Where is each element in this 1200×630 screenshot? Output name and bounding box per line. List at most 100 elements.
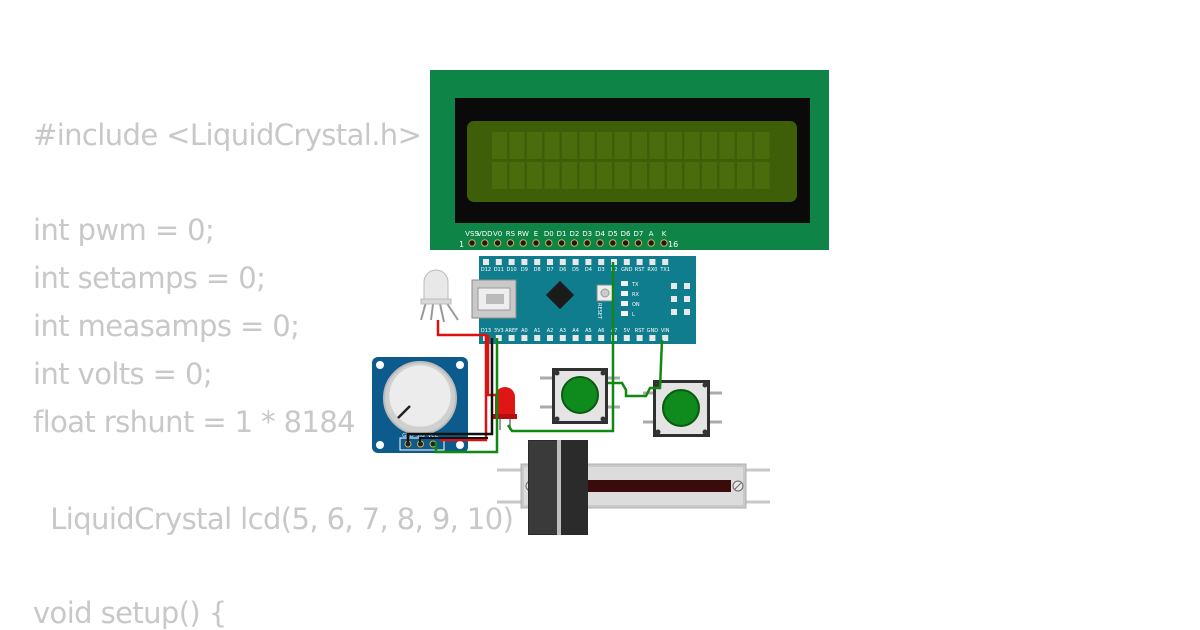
lcd-pin [647, 239, 655, 247]
code-line-lcd: LiquidCrystal lcd(5, 6, 7, 8, 9, 10) [33, 502, 514, 536]
lcd-pin-label: VSS [465, 230, 479, 238]
nano-led [621, 311, 628, 316]
lcd-pin [557, 239, 566, 247]
nano-pin-label: A4 [572, 328, 579, 334]
lcd-pin-first-label: 1 [459, 240, 464, 249]
nano-pin-label: A2 [547, 328, 554, 334]
nano-pin-label: RST [635, 328, 646, 334]
nano-pin [547, 259, 553, 265]
icsp-pin [684, 309, 690, 315]
nano-pin-label: RST [635, 267, 646, 273]
lcd-cell [579, 132, 595, 159]
nano-pin [508, 259, 515, 265]
code-line-include: #include <LiquidCrystal.h> [33, 118, 422, 152]
lcd-cell [614, 132, 630, 159]
lcd-pin [660, 239, 668, 247]
nano-pin-label: D9 [521, 267, 528, 273]
nano-led [621, 301, 628, 306]
lcd-cell [737, 132, 752, 159]
push-button-2-cap[interactable] [662, 389, 700, 427]
icsp-pin [684, 296, 690, 302]
nano-pin [662, 259, 669, 265]
nano-pin-label: A0 [521, 328, 528, 334]
nano-pin-label: D11 [494, 267, 504, 273]
nano-pin [598, 259, 605, 265]
nano-pin-label: D10 [506, 267, 516, 273]
lcd-cell [719, 162, 735, 189]
nano-pin [521, 259, 528, 265]
wire-green-2 [434, 338, 499, 454]
rgb-led[interactable] [420, 269, 459, 323]
slide-knob[interactable] [528, 440, 588, 535]
nano-pin [585, 259, 592, 265]
lcd-cell [649, 132, 665, 159]
lcd-cell [649, 162, 665, 189]
nano-led-label: RX [632, 292, 639, 298]
lcd-pin-label: A [649, 230, 654, 238]
nano-status-leds: TX RX ON L [621, 281, 640, 318]
nano-led-label: ON [632, 302, 640, 308]
nano-reset-button[interactable] [596, 284, 614, 302]
nano-icsp-header [671, 283, 690, 315]
lcd-pin-label: D5 [608, 230, 618, 238]
nano-pin-label: D5 [572, 267, 579, 273]
nano-led [621, 291, 628, 296]
nano-pin [662, 335, 669, 341]
usb-connector [471, 279, 517, 319]
nano-pin-label: D8 [534, 267, 541, 273]
lcd-cell [509, 162, 525, 189]
wire-red-1 [436, 320, 488, 442]
lcd-pin-label: RW [517, 230, 529, 238]
push-button-1[interactable] [540, 368, 620, 424]
nano-led-label: L [632, 312, 635, 318]
wire-black-1 [406, 338, 494, 442]
lcd-pin-label: D0 [544, 230, 554, 238]
nano-pin [623, 259, 630, 265]
nano-pin-label: A5 [585, 328, 592, 334]
nano-pin [521, 335, 528, 341]
lcd-pin-label: RS [506, 230, 516, 238]
nano-pin-label: D6 [559, 267, 566, 273]
lcd-pin [468, 239, 476, 247]
nano-pin-label: D3 [598, 267, 605, 273]
push-button-1-cap[interactable] [561, 376, 599, 414]
wire-red-2 [486, 335, 497, 397]
nano-pin-label: D7 [546, 267, 553, 273]
lcd-pin [506, 239, 515, 247]
lcd-pin [570, 239, 579, 247]
lcd-cell [684, 132, 700, 159]
wire-green-1 [506, 262, 615, 433]
lcd-pin [583, 239, 591, 247]
lcd-character-cells [492, 132, 770, 189]
nano-pin-label: GND [647, 328, 659, 334]
slide-potentiometer[interactable] [497, 440, 770, 535]
lcd-pin [481, 239, 489, 247]
nano-reset-label: RESET [596, 303, 602, 320]
lcd-pin-label: V0 [493, 230, 502, 238]
icsp-pin [671, 296, 677, 302]
nano-pin [572, 335, 579, 341]
lcd-cell [579, 162, 595, 189]
pot-knob-indicator [397, 405, 411, 419]
nano-led-label: TX [631, 282, 639, 288]
lcd-pin-label: D1 [557, 230, 567, 238]
nano-pin [495, 259, 502, 265]
lcd-cell [597, 132, 612, 159]
lcd-cell [562, 162, 577, 189]
nano-pin [508, 335, 515, 341]
icsp-pin [684, 283, 690, 289]
pot-pin-label: SIG [416, 433, 425, 439]
nano-pin [636, 335, 643, 341]
nano-pin-label: D13 [481, 328, 491, 334]
lcd-cell [702, 162, 717, 189]
nano-pin-label: RX0 [647, 267, 657, 273]
code-line-setamps: int setamps = 0; [33, 261, 266, 295]
lcd-pin-label: D6 [621, 230, 631, 238]
nano-pin [623, 335, 630, 341]
icsp-pin [671, 283, 677, 289]
push-button-2[interactable] [643, 380, 722, 437]
